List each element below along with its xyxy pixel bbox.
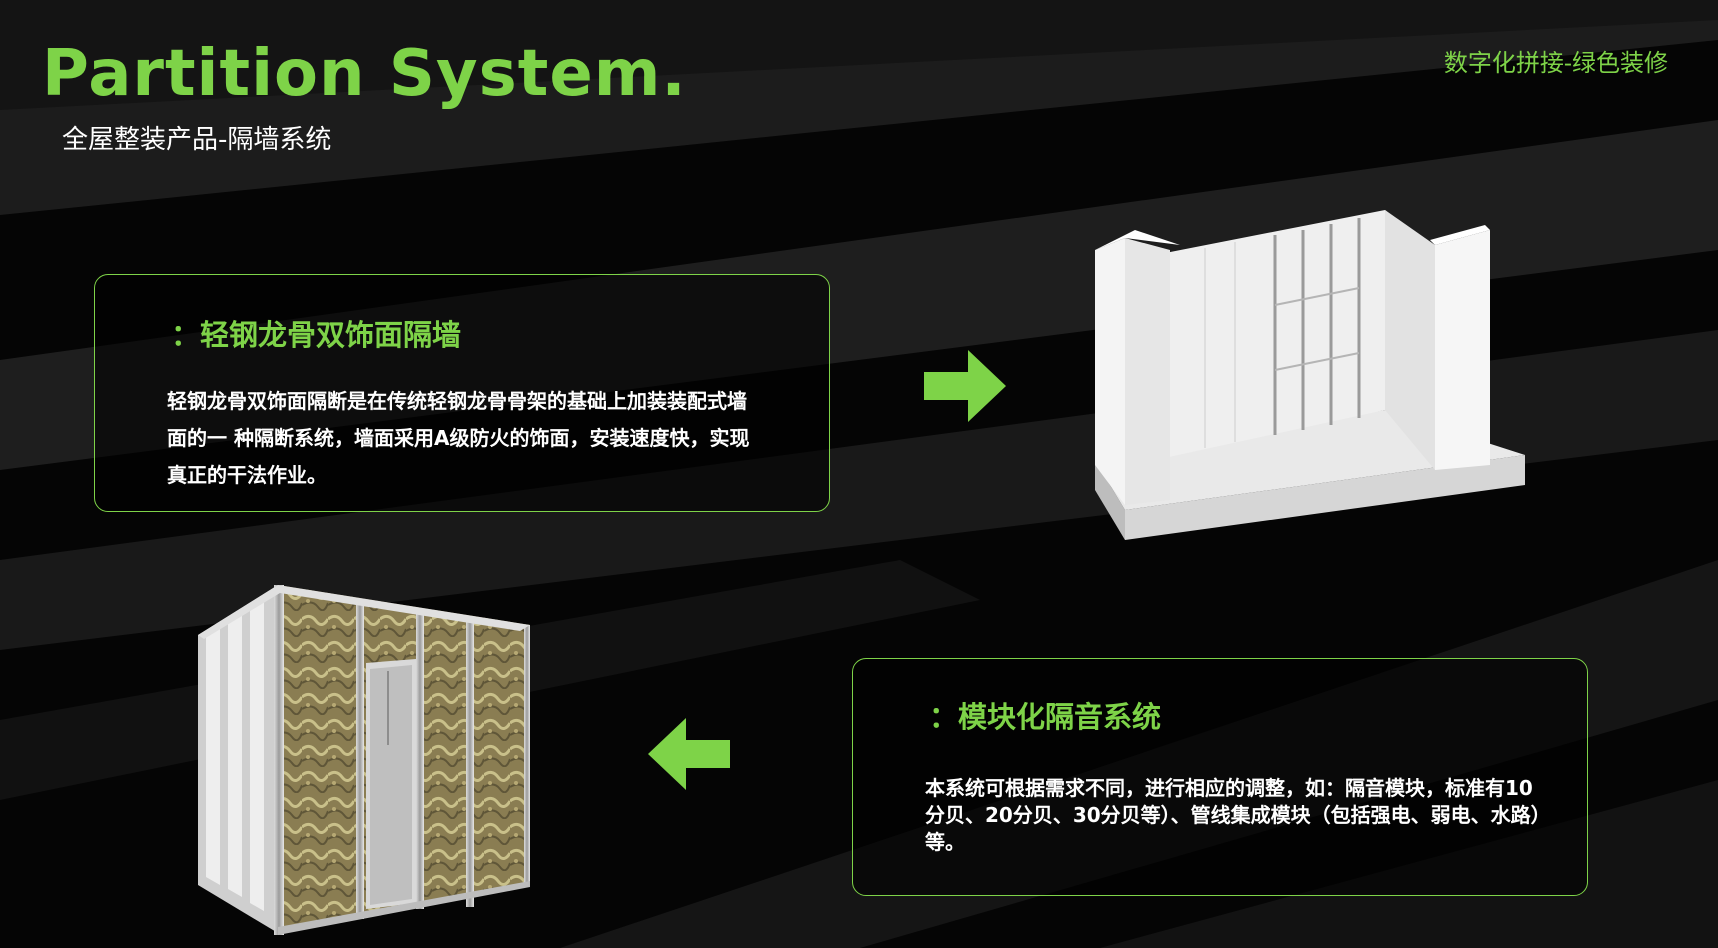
page-title: Partition System. bbox=[42, 37, 687, 111]
card-heading: ：轻钢龙骨双饰面隔墙 bbox=[171, 318, 462, 352]
card-heading: ：模块化隔音系统 bbox=[929, 700, 1162, 734]
card-description: 本系统可根据需求不同，进行相应的调整，如：隔音模块，标准有10分贝、20分贝、3… bbox=[925, 776, 1541, 854]
arrow-right-icon bbox=[924, 350, 1006, 422]
card-description: 轻钢龙骨双饰面隔断是在传统轻钢龙骨骨架的基础上加装装配式墙面的一 种隔断系统，墙… bbox=[167, 389, 750, 487]
sound-booth-illustration bbox=[198, 585, 530, 935]
tagline: 数字化拼接-绿色装修 bbox=[1443, 49, 1668, 77]
feature-card-steel-partition: ：轻钢龙骨双饰面隔墙 轻钢龙骨双饰面隔断是在传统轻钢龙骨骨架的基础上加装装配式墙… bbox=[94, 274, 830, 512]
partition-room-illustration bbox=[1095, 210, 1525, 540]
feature-card-sound-insulation: ：模块化隔音系统 本系统可根据需求不同，进行相应的调整，如：隔音模块，标准有10… bbox=[852, 658, 1588, 896]
page-subtitle: 全屋整装产品-隔墙系统 bbox=[62, 125, 332, 155]
arrow-left-icon bbox=[648, 718, 730, 790]
